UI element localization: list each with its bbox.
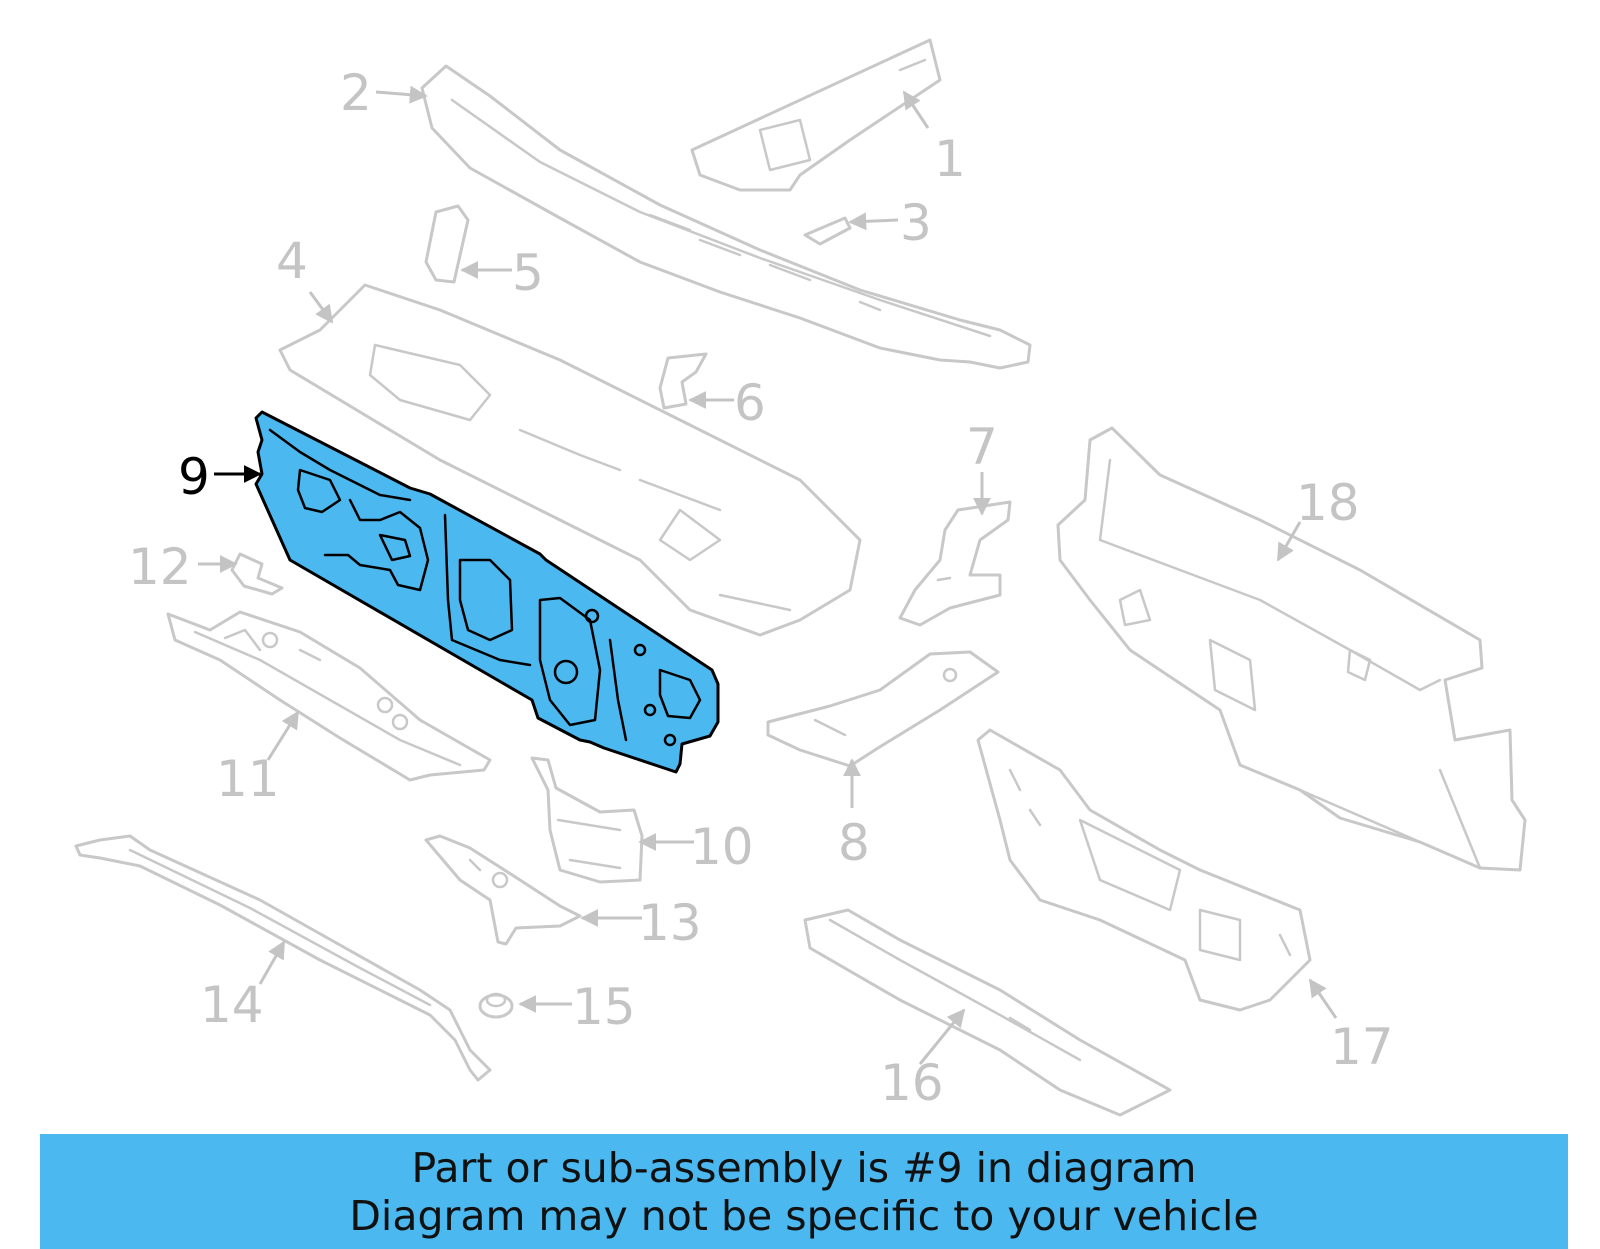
part-3-clip	[803, 216, 852, 246]
leader-arrows	[198, 85, 1338, 1065]
part-15-nut	[478, 992, 514, 1019]
label-3: 3	[900, 194, 932, 252]
label-7: 7	[966, 418, 998, 476]
part-18-dash-panel	[1056, 426, 1527, 872]
label-5: 5	[512, 244, 544, 302]
label-2: 2	[340, 64, 372, 122]
part-11-crossmember	[166, 610, 492, 782]
label-13: 13	[638, 894, 702, 952]
part-16-rail	[803, 908, 1172, 1117]
label-8: 8	[838, 814, 870, 872]
label-12: 12	[128, 538, 192, 596]
label-15: 15	[572, 978, 636, 1036]
label-18: 18	[1296, 474, 1360, 532]
part-2-cowl-top-panel	[420, 64, 1032, 370]
info-banner: Part or sub-assembly is #9 in diagram Di…	[40, 1134, 1568, 1249]
label-4: 4	[276, 232, 308, 290]
part-5-bracket	[424, 204, 470, 284]
label-16: 16	[880, 1054, 944, 1112]
part-17-lower-dash-panel	[976, 728, 1312, 1012]
label-6: 6	[734, 374, 766, 432]
part-7-bracket	[898, 500, 1012, 627]
part-12-clip	[230, 552, 284, 596]
label-10: 10	[690, 818, 754, 876]
label-11: 11	[216, 750, 280, 808]
part-10-bracket	[530, 756, 644, 884]
label-1: 1	[934, 130, 966, 188]
banner-line-1: Part or sub-assembly is #9 in diagram	[411, 1144, 1197, 1192]
part-labels: 1 2 3 4 5 6 7 8 9 10 11 12 13 14 15 16 1…	[128, 64, 1394, 1112]
label-14: 14	[200, 976, 264, 1034]
banner-line-2: Diagram may not be specific to your vehi…	[349, 1192, 1259, 1240]
label-9: 9	[178, 448, 210, 506]
part-8-brace	[766, 650, 1000, 768]
part-1-bracket	[690, 38, 942, 192]
part-6-bracket	[658, 352, 708, 410]
label-17: 17	[1330, 1018, 1394, 1076]
part-13-bracket	[424, 834, 582, 946]
part-4-cowl-lower-panel	[278, 283, 862, 637]
part-14-rail	[74, 834, 492, 1082]
